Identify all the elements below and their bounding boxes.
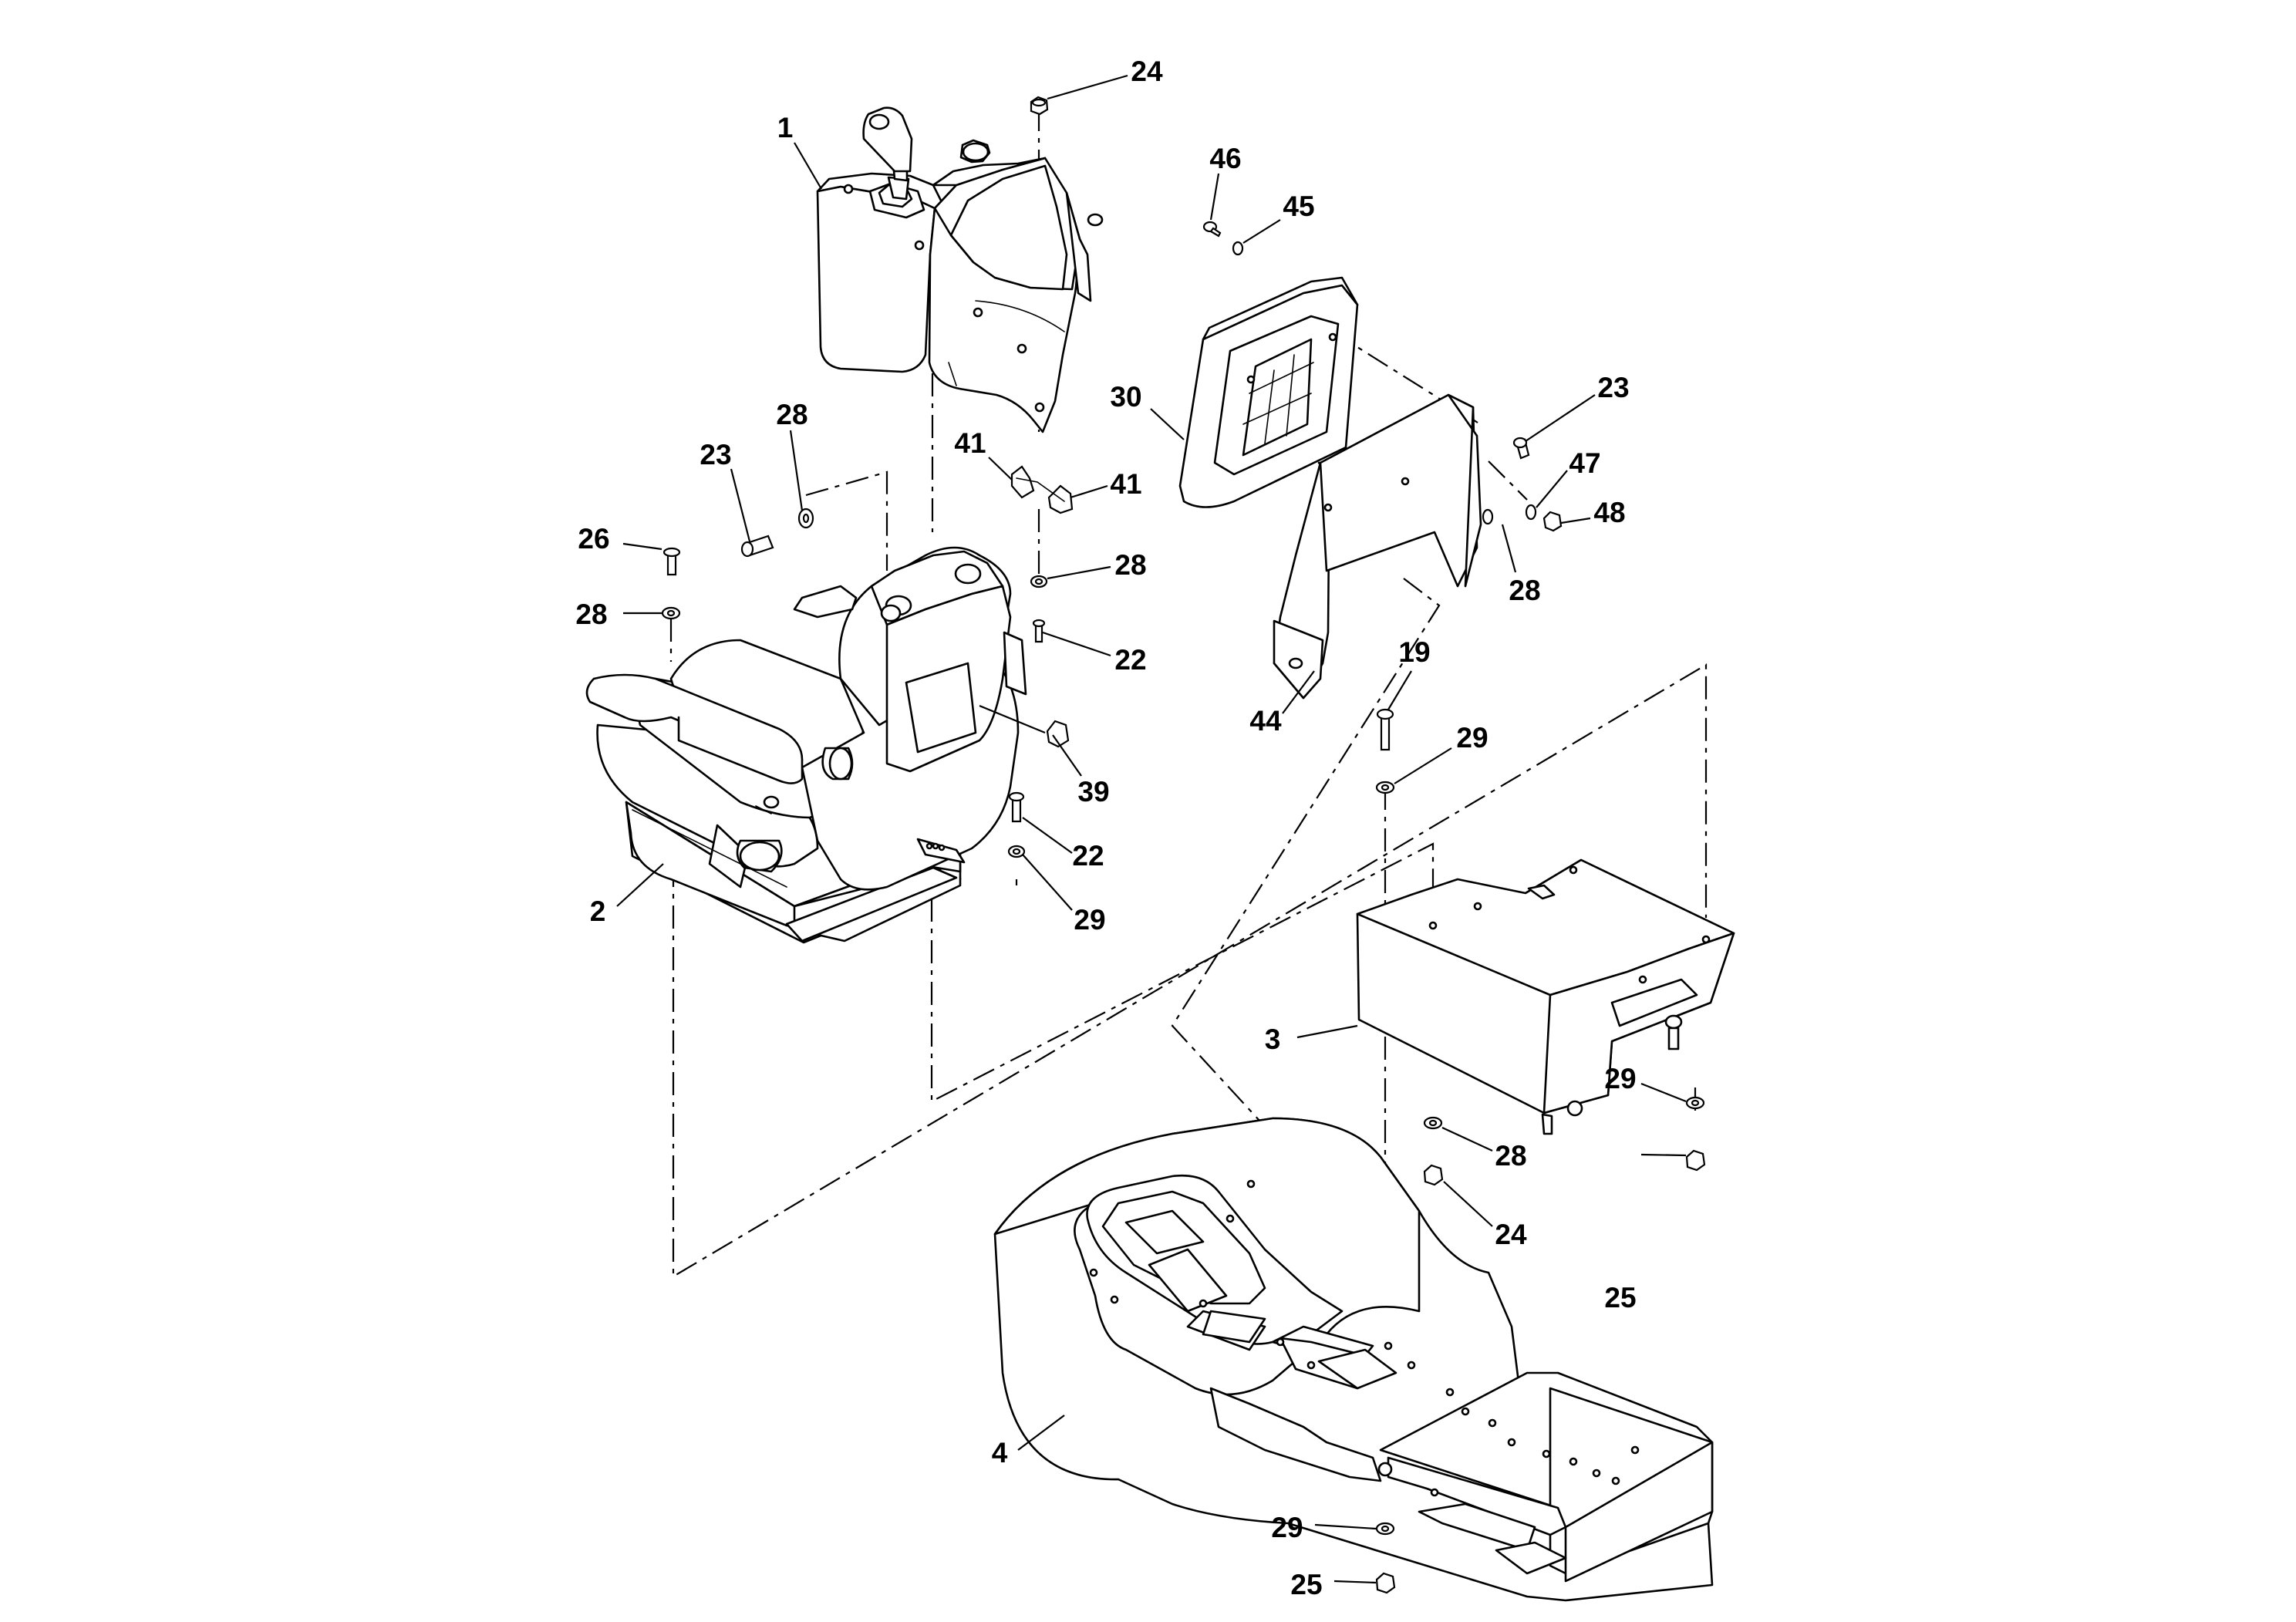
part-label-29c: 29 — [1604, 1063, 1636, 1094]
cover-plate — [1178, 276, 1359, 508]
part-label-4: 4 — [992, 1437, 1008, 1469]
part-label-28c: 28 — [1114, 549, 1146, 581]
part-label-44: 44 — [1249, 705, 1282, 737]
hardware — [661, 96, 1706, 1594]
part-label-45: 45 — [1283, 191, 1314, 222]
part-label-29a: 29 — [1456, 722, 1488, 754]
part-label-48: 48 — [1593, 497, 1625, 528]
part-label-1: 1 — [777, 112, 794, 143]
joystick-console — [816, 106, 1104, 433]
part-label-24a: 24 — [1131, 56, 1163, 87]
part-label-28a: 28 — [776, 399, 807, 430]
part-label-25b: 25 — [1290, 1569, 1322, 1600]
floor-plate — [993, 1117, 1714, 1602]
part-label-19: 19 — [1398, 636, 1430, 668]
part-label-23a: 23 — [700, 439, 731, 470]
part-label-39: 39 — [1077, 776, 1109, 808]
part-label-41b: 41 — [1110, 468, 1141, 500]
part-label-46: 46 — [1209, 143, 1241, 174]
part-label-28e: 28 — [1495, 1140, 1526, 1172]
part-label-3: 3 — [1265, 1023, 1281, 1055]
part-label-24b: 24 — [1495, 1219, 1527, 1250]
part-label-2: 2 — [590, 895, 606, 927]
part-label-28d: 28 — [1509, 575, 1540, 606]
leader-lines — [616, 74, 1687, 1584]
part-label-23b: 23 — [1597, 372, 1629, 403]
part-label-22b: 22 — [1072, 840, 1104, 872]
part-label-41a: 41 — [954, 427, 986, 459]
part-label-30: 30 — [1110, 381, 1141, 413]
part-labels: 1234192222232324242525262828282828292929… — [575, 56, 1636, 1600]
part-label-29b: 29 — [1074, 904, 1105, 936]
seat — [585, 546, 1027, 944]
bracket — [1273, 393, 1482, 700]
mounting-plate — [1356, 858, 1735, 1135]
part-label-25a: 25 — [1604, 1282, 1636, 1313]
part-label-47: 47 — [1569, 447, 1600, 479]
part-label-29d: 29 — [1271, 1512, 1303, 1543]
part-label-28b: 28 — [575, 599, 607, 630]
part-label-22a: 22 — [1114, 644, 1146, 676]
part-label-26: 26 — [578, 523, 609, 555]
